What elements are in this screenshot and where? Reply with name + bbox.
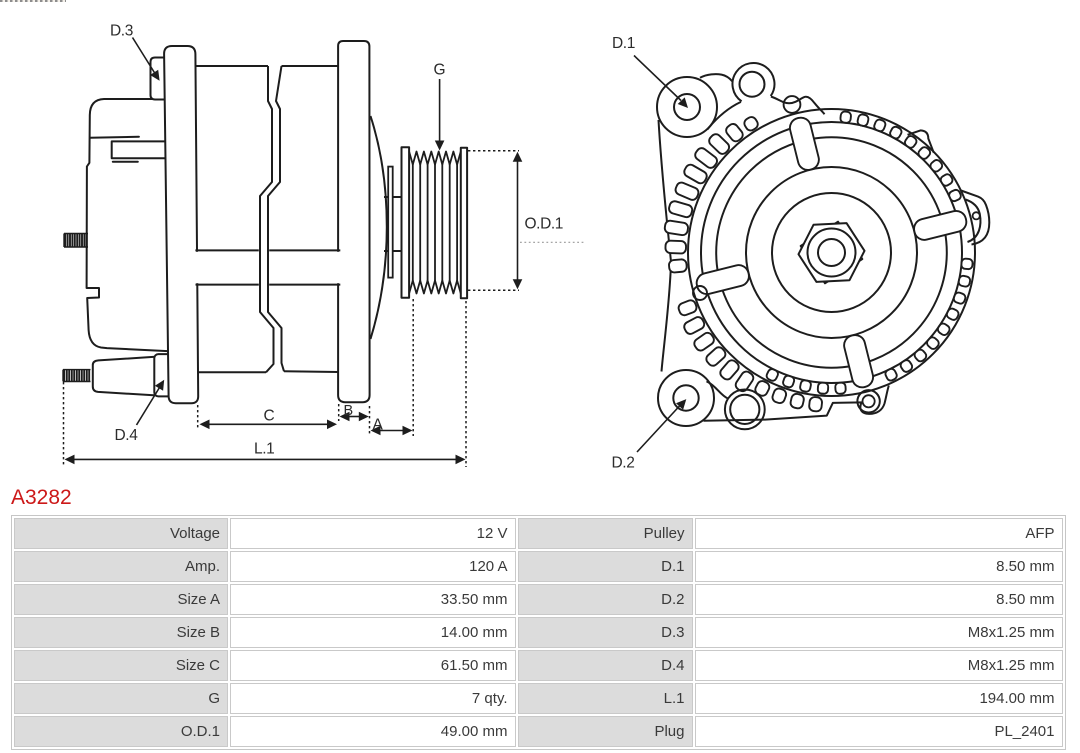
svg-text:D.2: D.2 [612,455,635,472]
svg-text:D.1: D.1 [612,35,635,52]
svg-text:L.1: L.1 [254,441,274,458]
svg-text:G: G [434,62,446,79]
svg-text:O.D.1: O.D.1 [525,216,563,233]
svg-text:A: A [373,417,384,434]
svg-text:D.3: D.3 [110,23,133,40]
svg-text:B: B [344,403,353,419]
svg-text:D.4: D.4 [115,427,139,444]
svg-text:C: C [264,408,275,425]
